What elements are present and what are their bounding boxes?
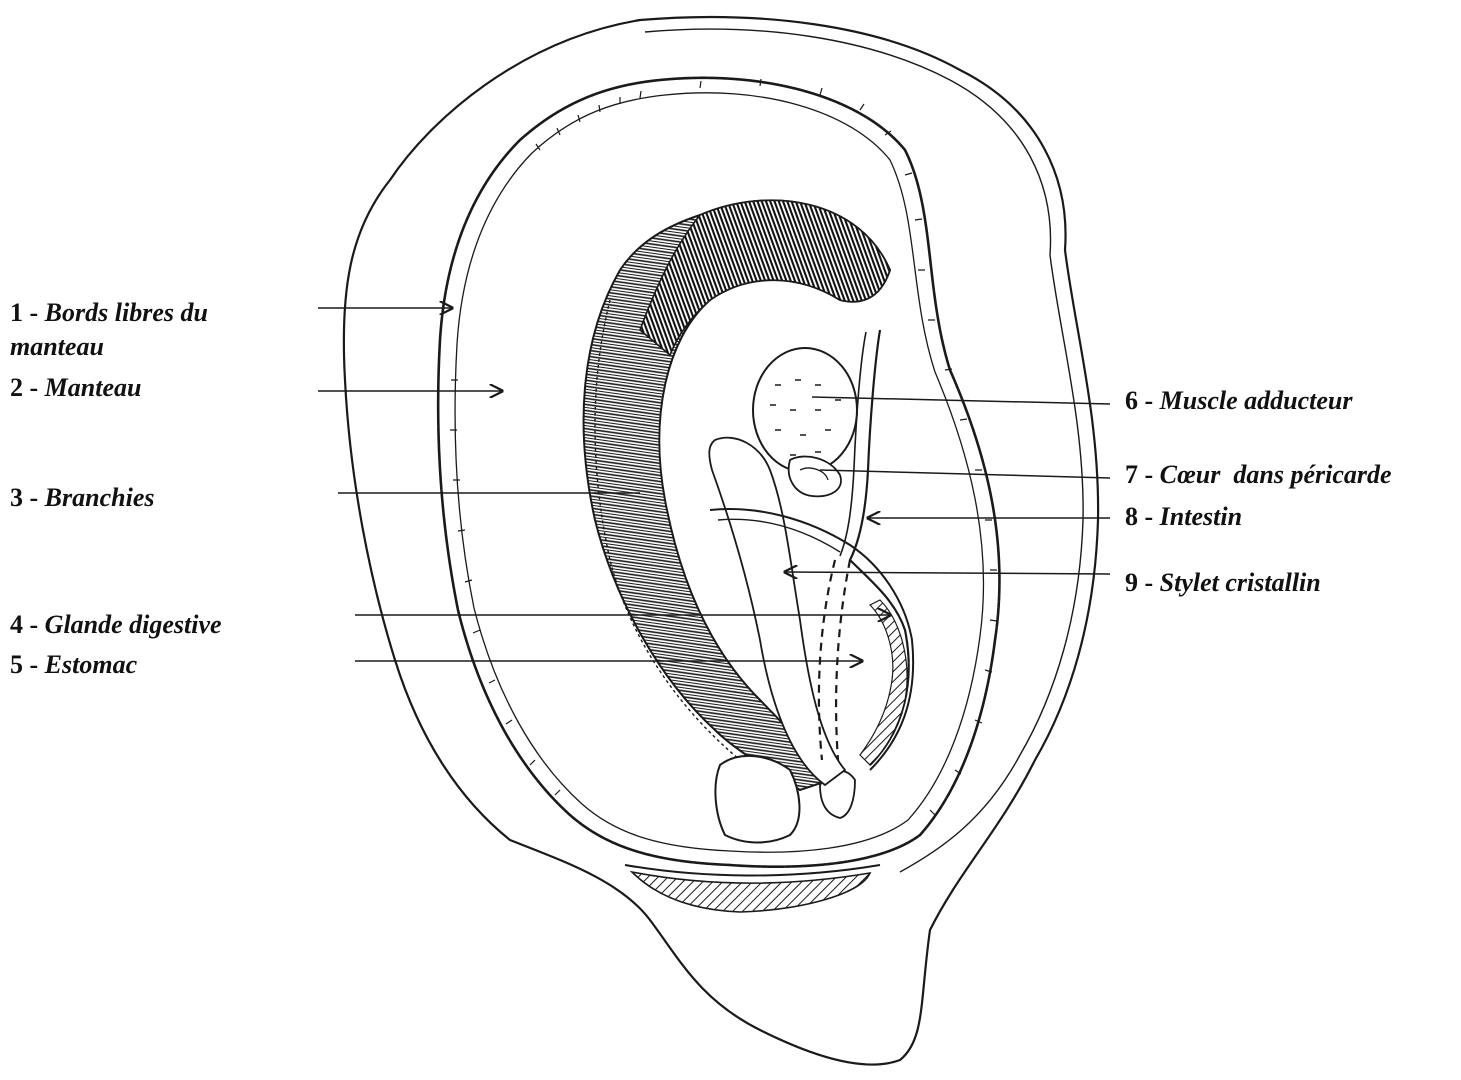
label-5: 5 - Estomac <box>10 648 137 682</box>
label-6-text: Muscle adducteur <box>1160 386 1353 415</box>
label-9-number: 9 - <box>1125 568 1160 597</box>
label-5-number: 5 - <box>10 650 45 679</box>
leader-7 <box>820 470 1110 478</box>
hinge-ligament <box>632 872 870 912</box>
label-4: 4 - Glande digestive <box>10 608 222 642</box>
label-4-number: 4 - <box>10 610 45 639</box>
visceral-base <box>715 756 799 843</box>
label-1-continued: manteau <box>10 330 104 364</box>
label-6: 6 - Muscle adducteur <box>1125 384 1353 418</box>
label-1-text: Bords libres du <box>45 298 208 327</box>
label-8-text: Intestin <box>1160 502 1242 531</box>
intestine-hatch <box>860 600 907 765</box>
label-2-text: Manteau <box>45 373 142 402</box>
label-4-text: Glande digestive <box>45 610 222 639</box>
label-1-number: 1 - <box>10 298 45 327</box>
label-2-number: 2 - <box>10 373 45 402</box>
label-6-number: 6 - <box>1125 386 1160 415</box>
label-5-text: Estomac <box>45 650 137 679</box>
label-9-text: Stylet cristallin <box>1160 568 1321 597</box>
label-7-number: 7 - <box>1125 460 1160 489</box>
label-8: 8 - Intestin <box>1125 500 1242 534</box>
label-3: 3 - Branchies <box>10 481 154 515</box>
label-3-text: Branchies <box>45 483 155 512</box>
label-3-number: 3 - <box>10 483 45 512</box>
label-9: 9 - Stylet cristallin <box>1125 566 1321 600</box>
label-1: 1 - Bords libres du <box>10 296 208 330</box>
leader-9 <box>785 572 1110 574</box>
label-8-number: 8 - <box>1125 502 1160 531</box>
label-7-text: Cœur dans péricarde <box>1160 460 1392 489</box>
adductor-muscle <box>753 348 857 472</box>
label-2: 2 - Manteau <box>10 371 141 405</box>
label-7: 7 - Cœur dans péricarde <box>1125 458 1392 492</box>
